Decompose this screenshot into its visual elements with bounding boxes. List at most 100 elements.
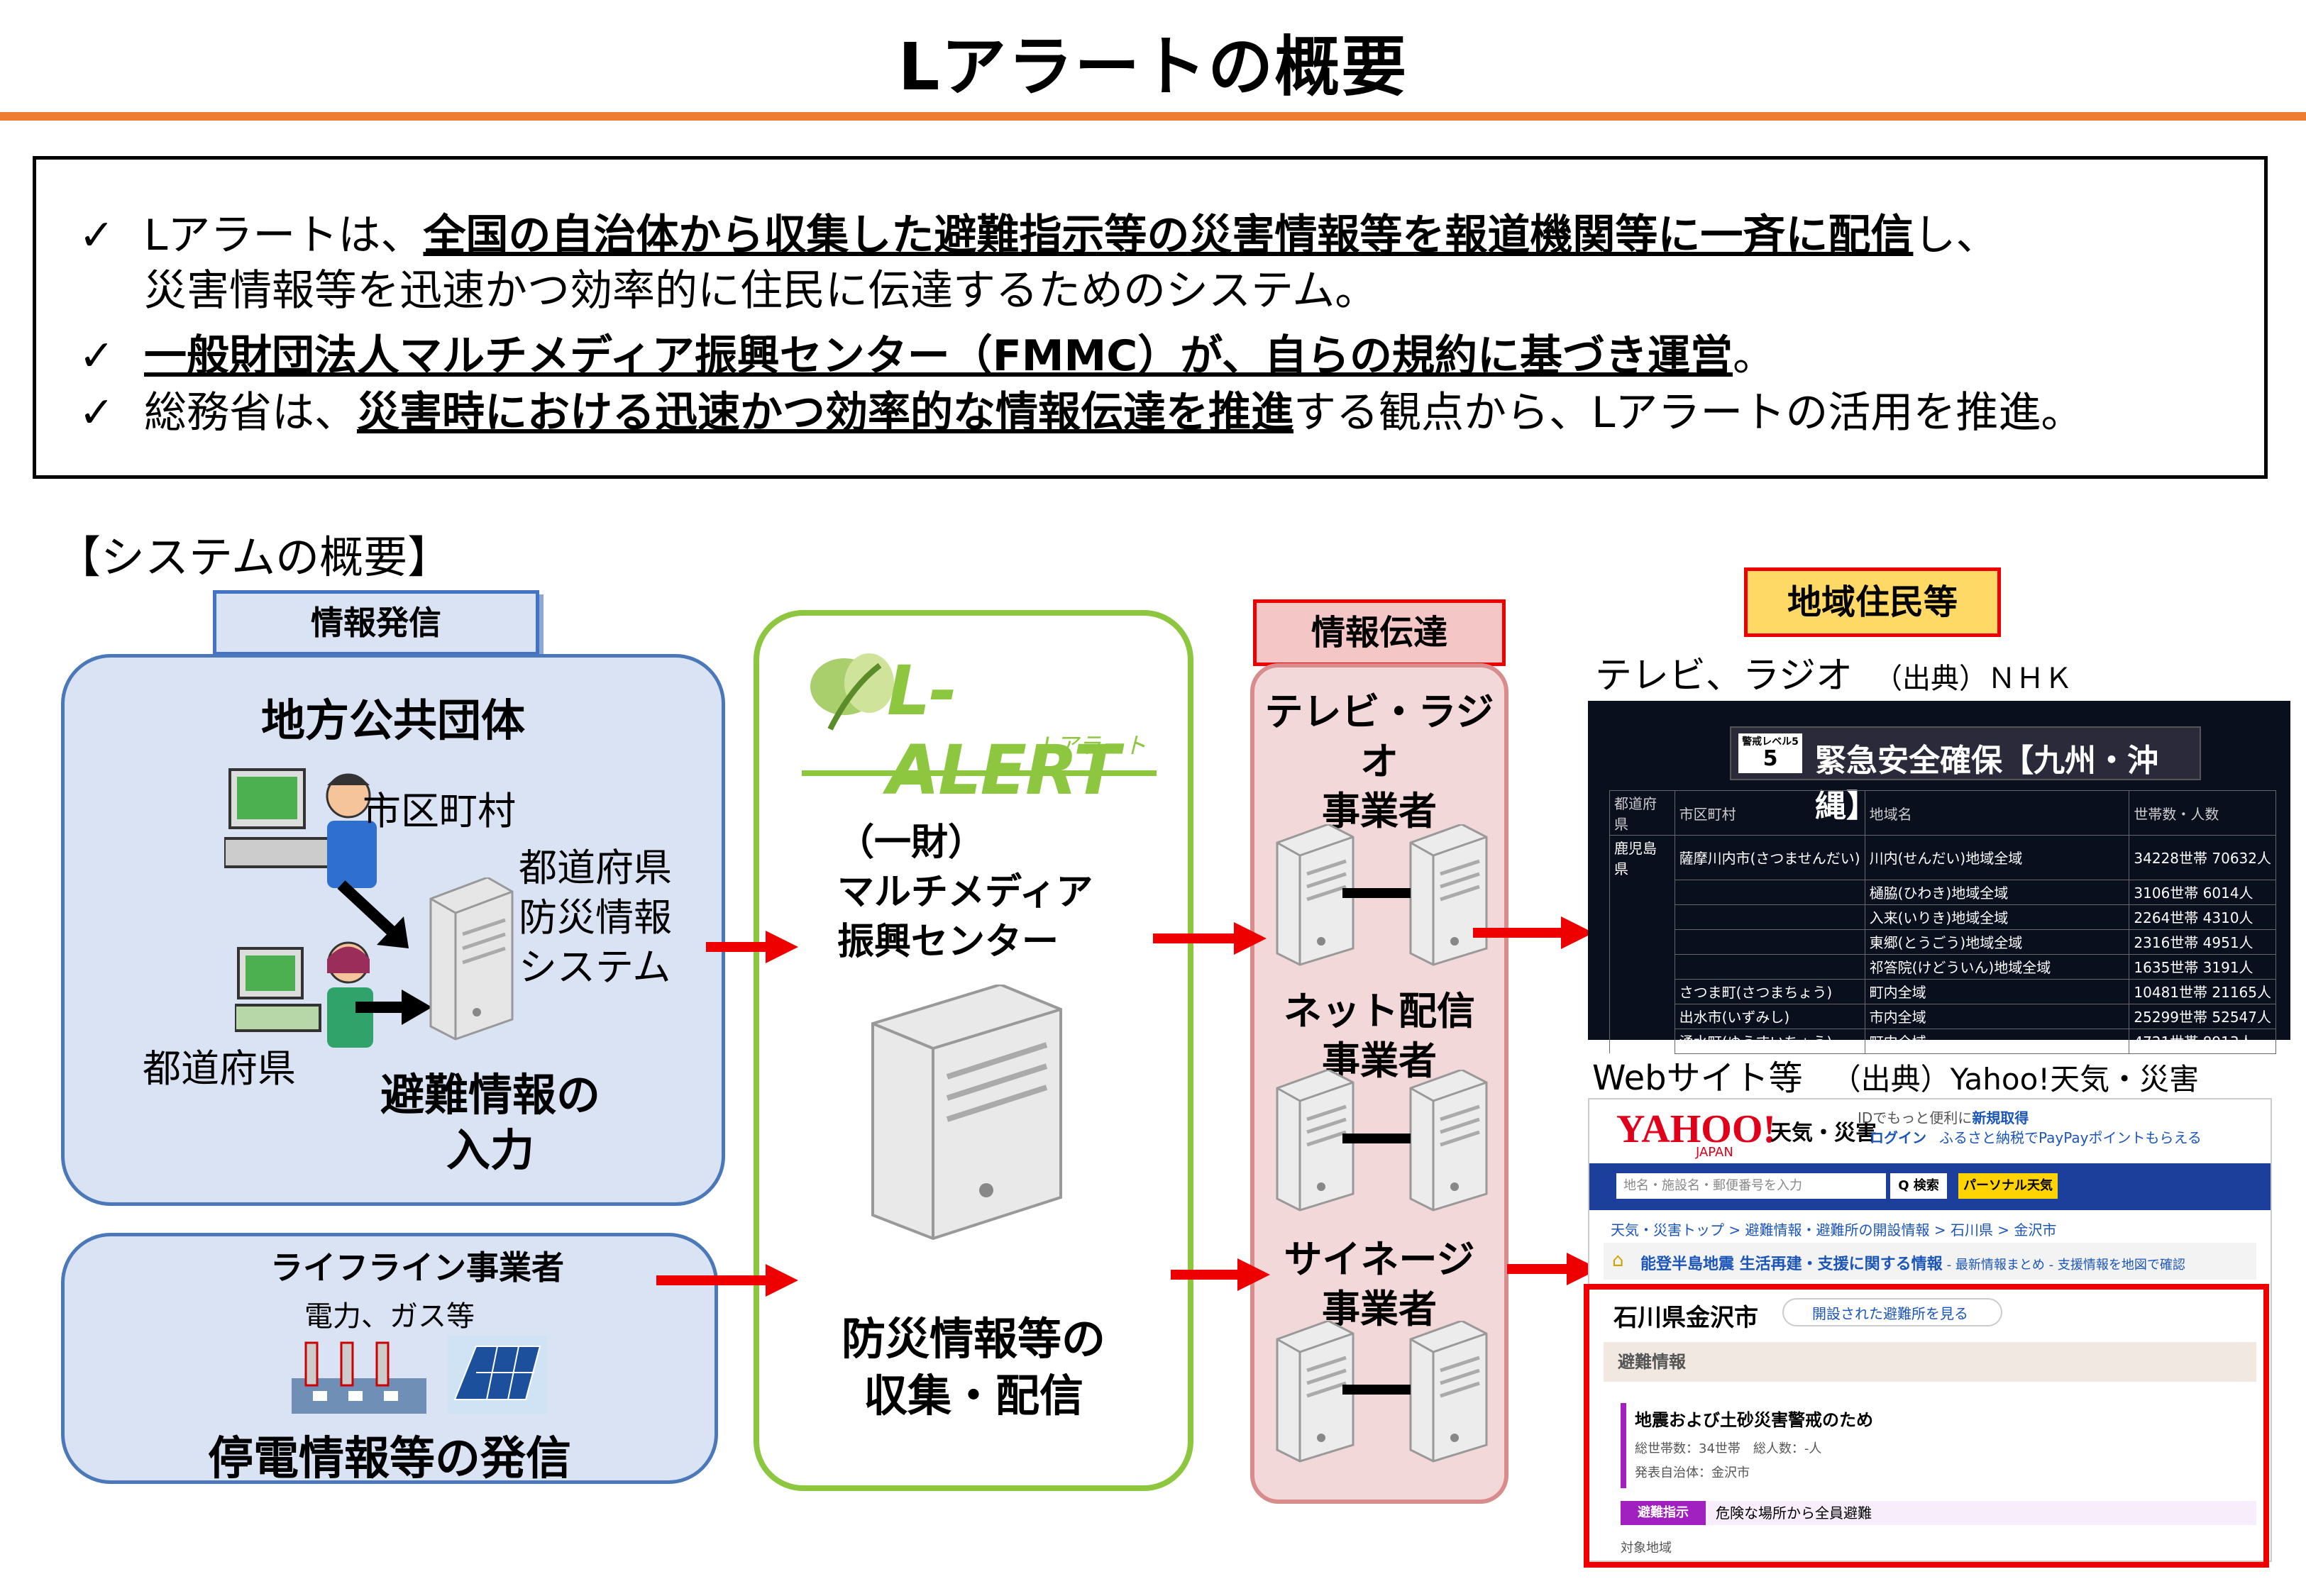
lalert-logo-underline bbox=[802, 770, 1157, 776]
table-header-cell: 市区町村 bbox=[1674, 790, 1865, 836]
power-plant-icon bbox=[292, 1341, 426, 1414]
server-icon bbox=[871, 985, 1062, 1240]
summary-bullet-1: ✓Lアラートは、全国の自治体から収集した避難指示等の災害情報等を報道機関等に一斉… bbox=[79, 208, 1998, 263]
search-button[interactable]: Q 検索 bbox=[1890, 1173, 1947, 1199]
table-cell: 1635世帯 3191人 bbox=[2129, 953, 2276, 980]
arrow-down-right-icon bbox=[337, 880, 409, 948]
check-icon: ✓ bbox=[79, 211, 115, 260]
notice-bar[interactable]: ⌂ 能登半島地震 生活再建・支援に関する情報- 最新情報まとめ - 支援情報を地… bbox=[1604, 1243, 2256, 1280]
solar-panel-icon bbox=[448, 1336, 547, 1414]
nhk-banner: 警戒レベル5 5 緊急安全確保【九州・沖縄】 bbox=[1730, 726, 2201, 824]
alert-stripe bbox=[1621, 1403, 1626, 1488]
server-icon bbox=[1405, 1068, 1490, 1214]
table-cell: さつま町(さつまちょう) bbox=[1674, 978, 1865, 1004]
shelter-button[interactable]: 開設された避難所を見る bbox=[1782, 1298, 2002, 1326]
outage-info-label: 停電情報等の発信 bbox=[208, 1433, 571, 1485]
table-cell bbox=[1609, 979, 1675, 1004]
table-cell: 東郷(とうごう)地域全域 bbox=[1864, 929, 2130, 955]
alert-title: 地震および土砂災害警戒のため bbox=[1635, 1410, 1873, 1430]
tag-info-transmit: 情報伝達 bbox=[1253, 599, 1506, 666]
table-cell bbox=[1674, 904, 1865, 930]
table-cell bbox=[1609, 929, 1675, 954]
breadcrumb[interactable]: 天気・災害トップ > 避難情報・避難所の開設情報 > 石川県 > 金沢市 bbox=[1611, 1221, 2057, 1238]
arrow-right-icon bbox=[1507, 1251, 1599, 1290]
table-cell: 鹿児島県 bbox=[1609, 835, 1675, 880]
personal-weather-button[interactable]: パーソナル天気 bbox=[1958, 1173, 2058, 1199]
table-header-cell: 地域名 bbox=[1864, 790, 2130, 836]
tv-caption: テレビ、ラジオ（出典）ＮＨＫ bbox=[1595, 655, 2073, 697]
table-cell bbox=[1609, 1029, 1675, 1053]
issuer-text: 発表自治体：金沢市 bbox=[1635, 1465, 1750, 1480]
lalert-leaf-icon bbox=[810, 653, 894, 731]
summary-bullet-1-cont: 災害情報等を迅速かつ効率的に住民に伝達するためのシステム。 bbox=[144, 266, 1378, 316]
server-icon bbox=[1271, 823, 1357, 969]
arrow-right-icon bbox=[656, 1263, 798, 1301]
link-line bbox=[1342, 888, 1411, 898]
yahoo-screen: YAHOO! JAPAN 天気・災害 IDでもっと便利に新規取得 ログインふるさ… bbox=[1588, 1098, 2272, 1562]
lalert-center-panel: L-ALERT Lアラート （一財） マルチメディア 振興センター 防災情報等の… bbox=[754, 610, 1193, 1491]
table-cell: 湧水町(ゆうすいちょう) bbox=[1674, 1028, 1865, 1054]
table-cell: 34228世帯 70632人 bbox=[2129, 835, 2276, 880]
login-hint: IDでもっと便利に新規取得 bbox=[1858, 1109, 2029, 1126]
search-input[interactable]: 地名・施設名・郵便番号を入力 bbox=[1616, 1173, 1886, 1199]
table-cell: 薩摩川内市(さつませんだい) bbox=[1674, 835, 1865, 880]
yahoo-logo: YAHOO! bbox=[1616, 1107, 1777, 1151]
yahoo-logo-sub: JAPAN bbox=[1696, 1145, 1733, 1160]
table-cell: 出水市(いずみし) bbox=[1674, 1003, 1865, 1029]
arrow-right-icon bbox=[1153, 921, 1267, 959]
evac-input-label: 避難情報の 入力 bbox=[380, 1069, 600, 1176]
table-header: 都道府県市区町村地域名世帯数・人数 bbox=[1609, 790, 2276, 836]
nhk-banner-text: 緊急安全確保【九州・沖縄】 bbox=[1815, 743, 2158, 824]
target-area-label: 対象地域 bbox=[1621, 1541, 1672, 1556]
table-cell: 川内(せんだい)地域全域 bbox=[1864, 835, 2130, 880]
prefecture-label: 都道府県 bbox=[143, 1046, 296, 1091]
alert-level-badge: 警戒レベル5 5 bbox=[1738, 733, 1802, 773]
table-cell bbox=[1674, 879, 1865, 905]
table-cell bbox=[1609, 954, 1675, 979]
evac-header: 避難情報 bbox=[1604, 1342, 2256, 1382]
tag-residents: 地域住民等 bbox=[1744, 567, 2001, 637]
table-cell bbox=[1609, 904, 1675, 929]
pc-user-icon bbox=[235, 941, 373, 1048]
table-cell: 25299世帯 52547人 bbox=[2129, 1003, 2276, 1029]
lifeline-title: ライフライン事業者 bbox=[270, 1248, 564, 1287]
table-cell: 2264世帯 4310人 bbox=[2129, 904, 2276, 930]
arrow-right-icon bbox=[1171, 1257, 1270, 1295]
server-icon bbox=[1271, 1319, 1357, 1465]
instruction-text: 危険な場所から全員避難 bbox=[1706, 1501, 2256, 1525]
table-cell: 10481世帯 21165人 bbox=[2129, 978, 2276, 1004]
check-icon: ✓ bbox=[79, 331, 115, 381]
city-name: 石川県金沢市 bbox=[1613, 1304, 1758, 1332]
table-cell bbox=[1674, 929, 1865, 955]
search-bar: 地名・施設名・郵便番号を入力 Q 検索 パーソナル天気 bbox=[1589, 1163, 2271, 1210]
link-line bbox=[1342, 1385, 1411, 1395]
signage-operators: サイネージ 事業者 bbox=[1284, 1237, 1475, 1331]
table-cell: 町内全域 bbox=[1864, 978, 2130, 1004]
server-icon bbox=[1405, 823, 1490, 969]
home-icon: ⌂ bbox=[1612, 1250, 1624, 1271]
title-underline bbox=[0, 112, 2306, 121]
table-cell bbox=[1674, 953, 1865, 980]
login-row: ログインふるさと納税でPayPayポイントもらえる bbox=[1870, 1129, 2202, 1146]
server-icon bbox=[429, 877, 514, 1041]
yahoo-service: 天気・災害 bbox=[1770, 1121, 1877, 1146]
prefecture-system-label: 都道府県 防災情報 システム bbox=[519, 846, 672, 990]
local-gov-panel: 地方公共団体 市区町村 都道府県 防災情報 システム bbox=[61, 654, 725, 1206]
households-text: 総世帯数：34世帯 総人数：-人 bbox=[1635, 1441, 1822, 1456]
table-cell: 4721世帯 8913人 bbox=[2129, 1028, 2276, 1054]
pc-user-icon bbox=[224, 768, 377, 888]
lalert-logo: L-ALERT Lアラート bbox=[802, 644, 1157, 810]
local-gov-title: 地方公共団体 bbox=[260, 694, 525, 746]
check-icon: ✓ bbox=[79, 388, 115, 438]
section-label: 【システムの概要】 bbox=[57, 531, 452, 583]
summary-bullet-3: ✓総務省は、災害時における迅速かつ効率的な情報伝達を推進する観点から、Lアラート… bbox=[79, 385, 2083, 440]
summary-bullet-2: ✓一般財団法人マルチメディア振興センター（FMMC）が、自らの規約に基づき運営。 bbox=[79, 328, 1775, 384]
